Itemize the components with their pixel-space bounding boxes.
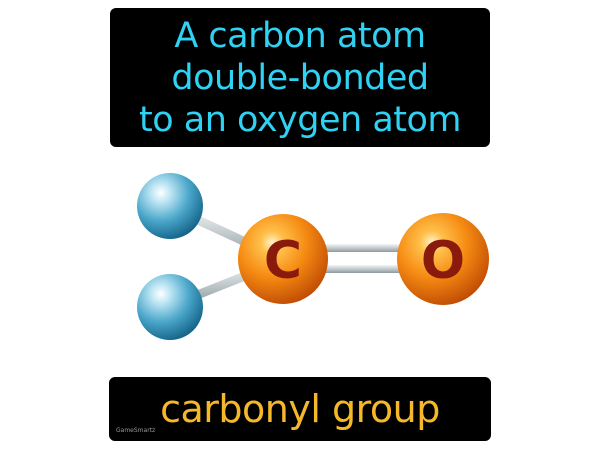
term-box: carbonyl group xyxy=(109,377,491,441)
definition-box: A carbon atom double-bonded to an oxygen… xyxy=(110,8,490,147)
definition-line: A carbon atom xyxy=(174,15,426,56)
definition-line: double-bonded xyxy=(171,57,429,98)
double-bond-lower xyxy=(320,265,402,273)
definition-line: to an oxygen atom xyxy=(138,99,462,140)
carbon-label: C xyxy=(264,231,302,291)
definition-text: A carbon atom double-bonded to an oxygen… xyxy=(138,15,462,141)
carbon-atom xyxy=(238,214,328,304)
term-text: carbonyl group xyxy=(160,387,440,431)
oxygen-atom xyxy=(397,213,489,305)
substituent-atom-lower xyxy=(137,274,203,340)
substituent-atom-upper xyxy=(137,173,203,239)
double-bond-upper xyxy=(320,244,402,252)
watermark: GameSmartz xyxy=(116,427,156,434)
oxygen-label: O xyxy=(421,231,465,291)
